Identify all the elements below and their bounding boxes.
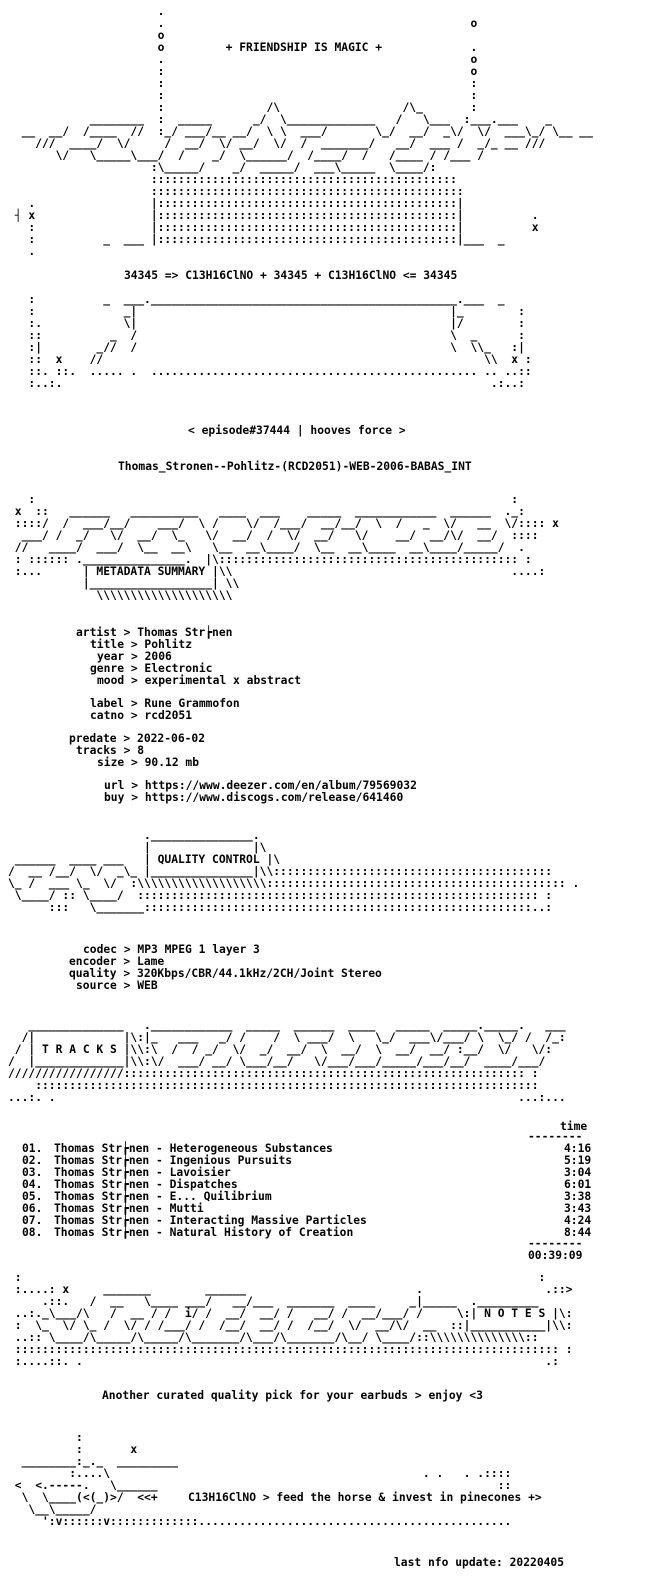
artist-value: Thomas Str┢nen [137, 626, 233, 639]
track-title: Thomas Str┢nen - E... Quilibrium [54, 1190, 272, 1203]
track-title: Thomas Str┢nen - Ingenious Pursuits [54, 1154, 293, 1167]
codec-label: codec [83, 943, 118, 956]
label-value: Rune Grammofon [144, 697, 240, 710]
footer-tagline: C13H16ClNO > feed the horse & invest in … [188, 1491, 542, 1504]
artist-label: artist [76, 626, 117, 639]
track-title: Thomas Str┢nen - Dispatches [54, 1178, 238, 1191]
tracks-header-art: ______________ .____________ _____ _____… [8, 1019, 566, 1104]
release-name: Thomas_Stronen--Pohlitz-(RCD2051)-WEB-20… [118, 460, 472, 473]
source-label: source [76, 979, 117, 992]
time-column-header: time [560, 1120, 588, 1133]
label-label: label [90, 697, 125, 710]
year-value: 2006 [144, 650, 172, 663]
track-time: 6:01 [564, 1178, 592, 1191]
track-number: 04. [22, 1178, 43, 1191]
total-time: 00:39:09 [528, 1249, 583, 1262]
source-value: WEB [137, 979, 158, 992]
title-value: Pohlitz [144, 638, 193, 651]
track-number: 01. [22, 1142, 43, 1155]
track-title: Thomas Str┢nen - Natural History of Crea… [54, 1226, 354, 1239]
deezer-url-link[interactable]: https://www.deezer.com/en/album/79569032 [144, 779, 417, 792]
track-time: 3:04 [564, 1166, 592, 1179]
last-update: last nfo update: 20220405 [394, 1556, 565, 1569]
time-column-rule: -------- [528, 1130, 583, 1143]
header-art: . . o o o + FRIENDSHIP IS MAGIC + . . [21, 5, 593, 198]
predate-value: 2022-06-02 [137, 732, 206, 745]
year-label: year [97, 650, 125, 663]
footer-art: : : x ________:_._ _________ :....\ . . … [14, 1431, 512, 1528]
notes-header-art: : : :....: x _______ ______ . .::> .::. … [14, 1271, 573, 1368]
track-title: Thomas Str┢nen - Lavoisier [54, 1166, 231, 1179]
codec-value: MP3 MPEG 1 layer 3 [137, 943, 260, 956]
genre-value: Electronic [144, 662, 213, 675]
tracks-count-label: tracks [76, 744, 117, 757]
track-number: 02. [22, 1154, 43, 1167]
track-time: 4:24 [564, 1214, 592, 1227]
genre-label: genre [90, 662, 125, 675]
quality-header-art: ._______________. | |\ ______ ____ ___ |… [8, 829, 580, 914]
track-time: 3:43 [564, 1202, 592, 1215]
catno-label: catno [90, 709, 125, 722]
track-number: 05. [22, 1190, 43, 1203]
track-title: Thomas Str┢nen - Mutti [54, 1202, 204, 1215]
encoder-label: encoder [69, 955, 117, 968]
mood-label: mood [97, 674, 125, 687]
buy-label: buy [104, 791, 125, 804]
track-number: 08. [22, 1226, 43, 1239]
release-formula: 34345 => C13H16ClNO + 34345 + C13H16ClNO… [124, 269, 458, 282]
size-label: size [97, 756, 125, 769]
track-time: 4:16 [564, 1142, 592, 1155]
catno-value: rcd2051 [144, 709, 193, 722]
track-time: 8:44 [564, 1226, 592, 1239]
notes-text: Another curated quality pick for your ea… [102, 1389, 483, 1402]
track-number: 06. [22, 1202, 43, 1215]
url-label: url [104, 779, 125, 792]
track-time: 3:38 [564, 1190, 592, 1203]
discogs-buy-link[interactable]: https://www.discogs.com/release/641460 [144, 791, 404, 804]
track-time: 5:19 [564, 1154, 592, 1167]
total-time-rule: -------- [528, 1237, 583, 1250]
track-number: 07. [22, 1214, 43, 1227]
mood-value: experimental x abstract [144, 674, 302, 687]
encoder-value: Lame [137, 955, 165, 968]
track-title: Thomas Str┢nen - Interacting Massive Par… [54, 1214, 367, 1227]
quality-value: 320Kbps/CBR/44.1kHz/2CH/Joint Stereo [137, 967, 382, 980]
title-label: title [90, 638, 125, 651]
track-number: 03. [22, 1166, 43, 1179]
quality-label: quality [69, 967, 117, 980]
tracks-count-value: 8 [137, 744, 145, 757]
metadata-header-art: : : x :: ______ __________ ____ ___ ____… [14, 493, 559, 602]
track-title: Thomas Str┢nen - Heterogeneous Substance… [54, 1142, 333, 1155]
predate-label: predate [69, 732, 117, 745]
banner-top-art: . |:::::::::::::::::::::::::::::::::::::… [14, 197, 539, 258]
banner-bottom-art: : _ ___.________________________________… [28, 293, 532, 390]
episode-line: < episode#37444 | hooves force > [188, 424, 406, 437]
size-value: 90.12 mb [144, 756, 200, 769]
